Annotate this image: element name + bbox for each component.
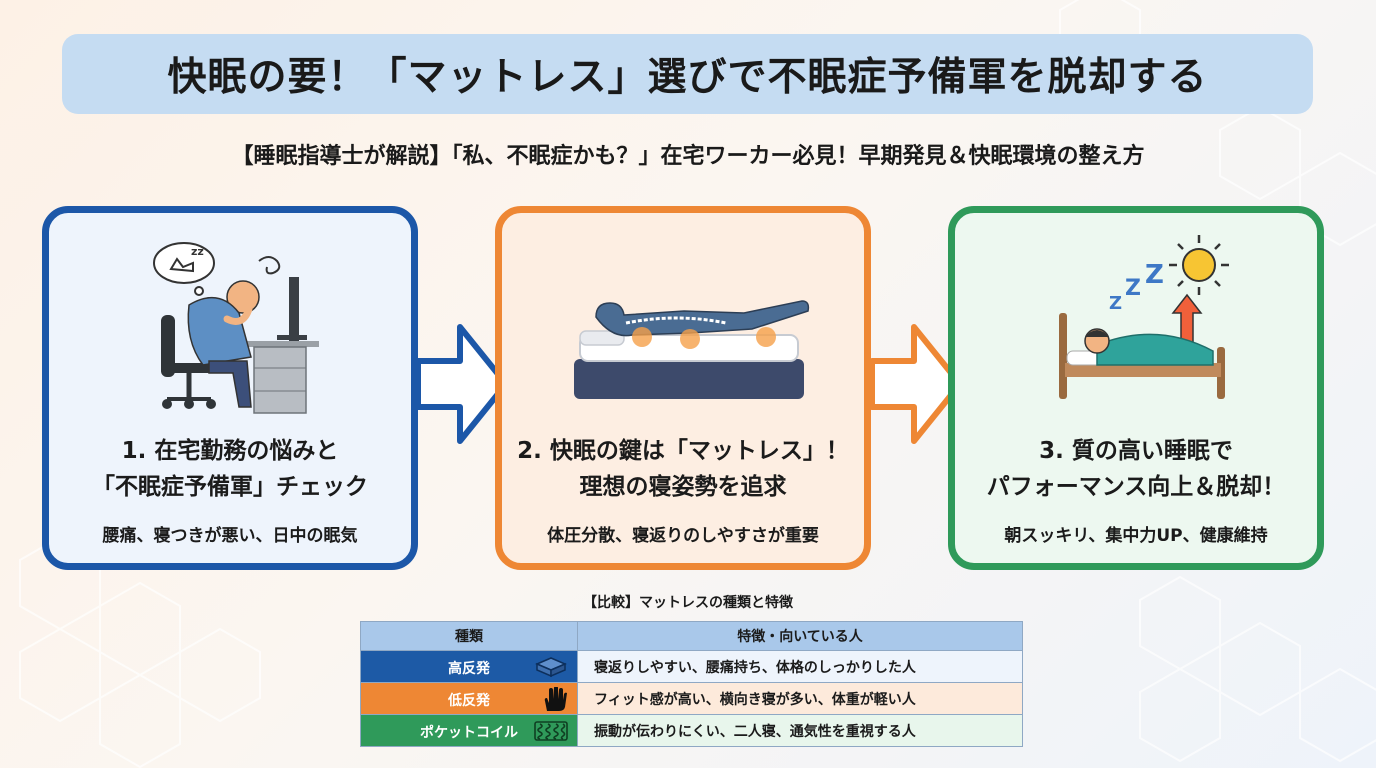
step-1-description: 腰痛、寝つきが悪い、日中の眠気 [102,526,358,546]
type-label: 低反発 [448,693,490,709]
arrow-right-icon [870,324,962,444]
type-label: ポケットコイル [420,725,518,741]
table-row: 高反発 寝返りしやすい、腰痛持ち、体格のしっかりした人 [360,650,1023,683]
svg-text:zz: zz [191,245,204,258]
step-3-description: 朝スッキリ、集中力UP、健康維持 [1004,526,1268,546]
type-label: 高反発 [448,661,490,677]
type-cell: ポケットコイル [360,714,578,747]
type-cell: 高反発 [360,650,578,683]
mattress-comparison-table: 種類 特徴・向いている人 高反発 寝返りしやすい、腰痛持ち、体格のしっかりした人… [360,621,1023,747]
page-subtitle: 【睡眠指導士が解説】「私、不眠症かも？」在宅ワーカー必見！早期発見＆快眠環境の整… [231,144,1145,169]
tired-worker-illustration: zz [153,242,319,414]
svg-text:Z: Z [1145,260,1164,290]
page-title: 快眠の要！「マットレス」選びで不眠症予備軍を脱却する [167,55,1208,100]
arrow-up-icon [1171,293,1203,344]
step-1-title: 1. 在宅勤務の悩みと 「不眠症予備軍」チェック [92,438,368,500]
dizzy-swirl-icon [258,256,281,275]
svg-text:Z: Z [1109,293,1122,314]
title-banner: 快眠の要！「マットレス」選びで不眠症予備軍を脱却する [62,34,1313,114]
worker-figure-icon [187,280,260,408]
pressure-point-icons [632,327,776,349]
feature-cell: フィット感が高い、横向き寝が多い、体重が軽い人 [577,682,1023,715]
lying-body-icon [595,300,810,337]
table-header-row: 種類 特徴・向いている人 [360,621,1023,651]
sleep-zzz-icon: Z Z Z [1109,260,1164,314]
feature-cell: 寝返りしやすい、腰痛持ち、体格のしっかりした人 [577,650,1023,683]
step-3-title: 3. 質の高い睡眠で パフォーマンス向上＆脱却！ [986,438,1286,500]
mattress-posture-illustration [574,300,810,399]
header-feature: 特徴・向いている人 [577,621,1023,651]
thought-bubble-icon: zz [153,242,215,305]
step-panel-2: 2. 快眠の鍵は「マットレス」！ 理想の寝姿勢を追求 体圧分散、寝返りのしやすさ… [495,206,871,570]
desk-icon [235,341,319,414]
restful-sleep-illustration: Z Z Z [1059,235,1229,399]
table-row: ポケットコイル 振動が伝わりにくい、二人寝、通気性を重視する人 [360,714,1023,747]
office-chair-icon [161,315,219,409]
mattress-block-icon [535,657,567,678]
svg-text:Z: Z [1125,276,1141,301]
feature-cell: 振動が伝わりにくい、二人寝、通気性を重視する人 [577,714,1023,747]
sun-icon [1169,235,1229,295]
bed-icon [1059,313,1225,399]
monitor-icon [277,277,307,341]
table-caption: 【比較】マットレスの種類と特徴 [583,595,793,611]
step-panel-1: zz 1. 在宅勤 [42,206,418,570]
hand-press-icon [544,687,567,711]
step-panel-3: Z Z Z 3. 質の高い睡眠で パフォーマンス向上＆脱却！ 朝スッキリ、集中力… [948,206,1324,570]
step-2-title: 2. 快眠の鍵は「マットレス」！ 理想の寝姿勢を追求 [517,438,849,500]
header-type: 種類 [360,621,578,651]
type-cell: 低反発 [360,682,578,715]
arrow-right-icon [416,324,508,444]
table-row: 低反発 フィット感が高い、横向き寝が多い、体重が軽い人 [360,682,1023,715]
coil-spring-icon [534,721,568,741]
step-2-description: 体圧分散、寝返りのしやすさが重要 [547,526,819,546]
